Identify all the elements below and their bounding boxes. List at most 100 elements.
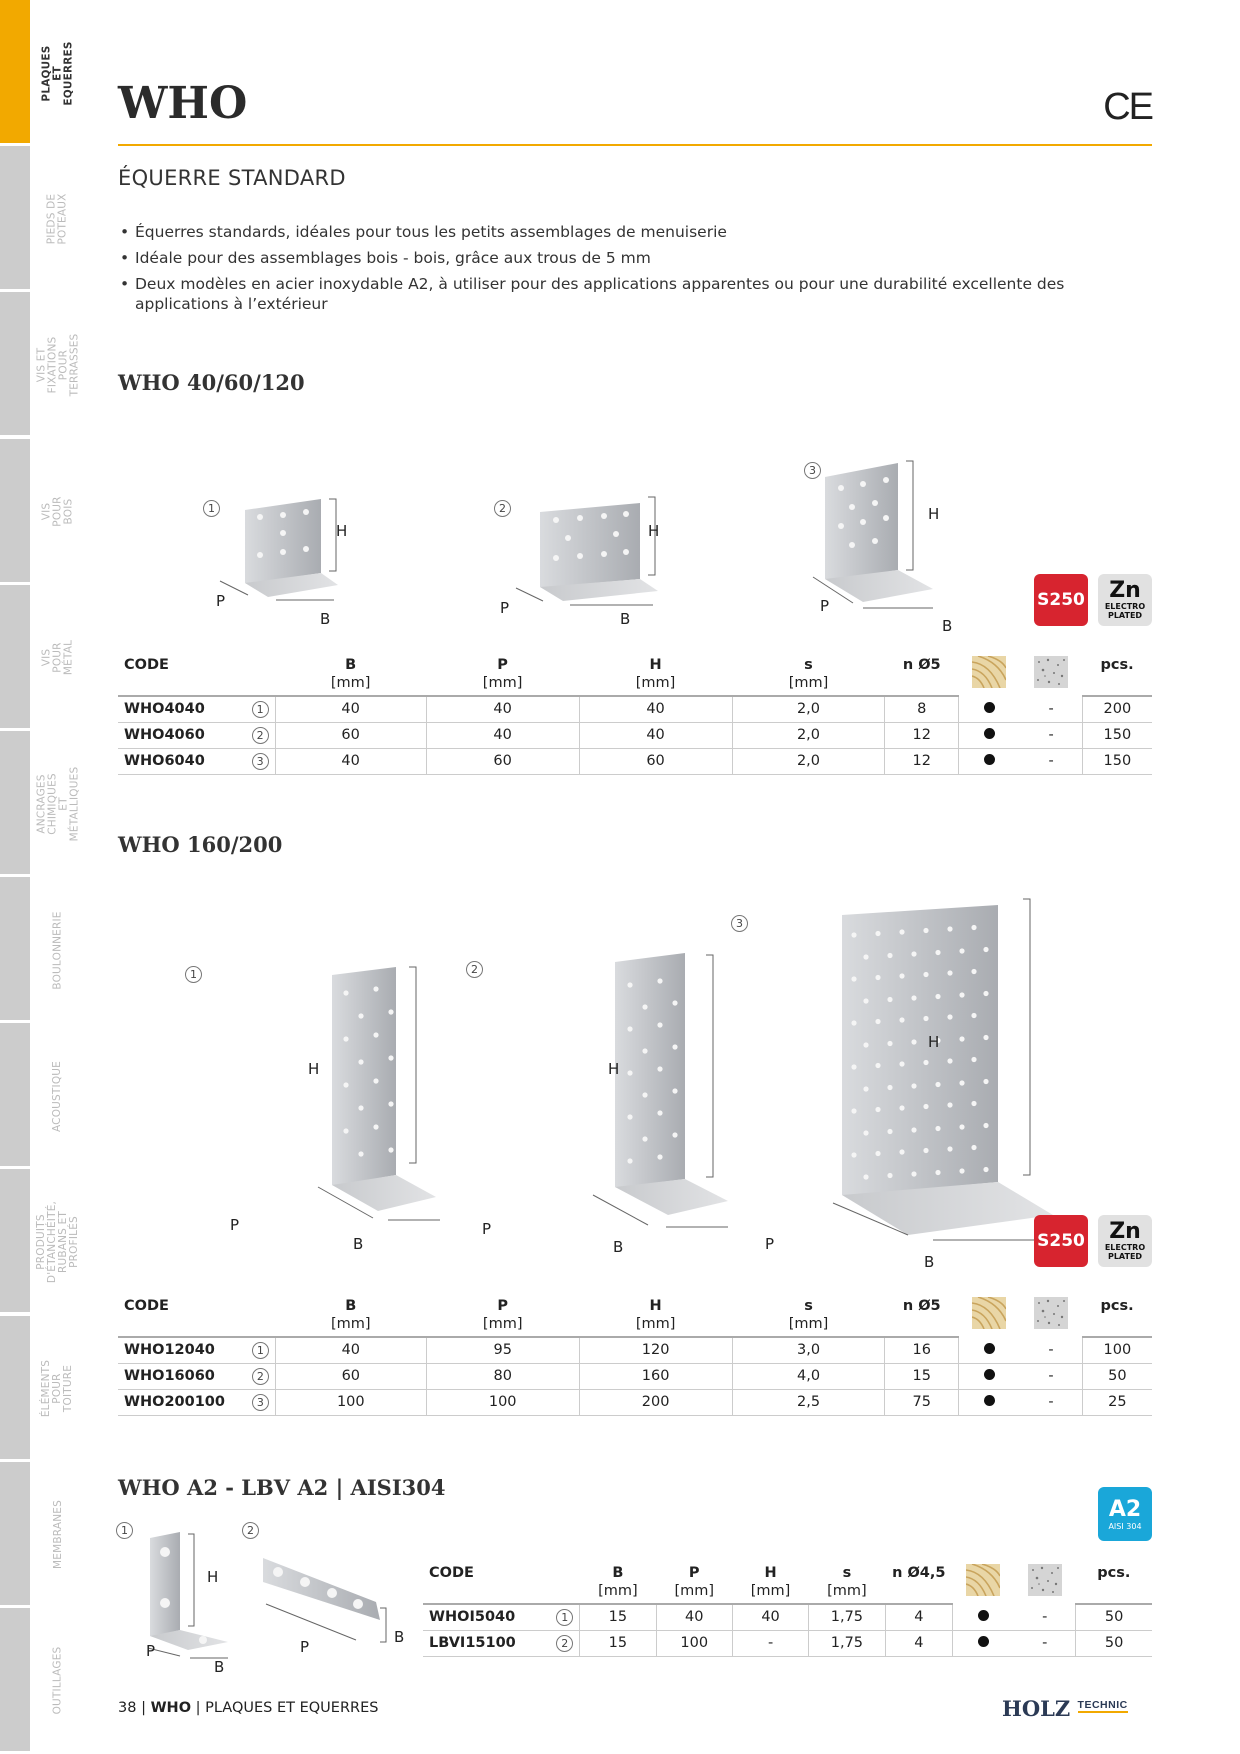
units-cell (245, 1315, 276, 1338)
col-header: B (345, 1298, 357, 1314)
wood-compatible-dot (978, 1636, 990, 1647)
sidebar-label: ANCRAGES CHIMIQUES ET MÉTALLIQUES (35, 731, 80, 877)
units-cell: [mm] (732, 1582, 809, 1605)
dim-h-label: H (308, 1060, 320, 1078)
dim-b: 100 (274, 1389, 427, 1416)
sidebar-tab (0, 877, 30, 1024)
dim-b-label: B (620, 610, 631, 628)
dim-h-label: H (648, 522, 660, 540)
sidebar-label-text: ÉLÉMENTS POUR TOITURE (40, 1359, 75, 1418)
sidebar-tab (0, 1023, 30, 1170)
col-header: n Ø5 (902, 1298, 941, 1314)
sidebar-label: PLAQUES ET EQUERRES (38, 0, 78, 146)
units-cell: [mm] (426, 674, 580, 697)
concrete-compat: - (1020, 1337, 1083, 1364)
col-header-spacer (246, 1293, 276, 1315)
wood-compat (952, 1630, 1015, 1657)
dim-h: 40 (731, 1604, 809, 1631)
feature-item: Deux modèles en acier inoxydable A2, à u… (118, 274, 1152, 314)
section-title-who-40-60-120: WHO 40/60/120 (118, 370, 305, 395)
col-header: s (842, 1565, 852, 1581)
wood-compatible-dot (978, 1609, 990, 1621)
brand-name: HOLZ (1002, 1696, 1071, 1721)
dim-p: 100 (655, 1630, 733, 1657)
dim-p: 40 (425, 722, 580, 749)
dim-b-label: B (214, 1658, 225, 1676)
thickness: 1,75 (808, 1604, 886, 1631)
thickness: 2,0 (731, 696, 885, 723)
sidebar-label-text: PLAQUES ET EQUERRES (40, 40, 75, 106)
dim-h: 120 (578, 1337, 733, 1364)
pieces: 25 (1081, 1389, 1152, 1416)
pieces: 200 (1081, 696, 1152, 723)
fig-number-1: 1 (185, 966, 202, 983)
sidebar-label: MEMBRANES (38, 1462, 78, 1608)
sidebar-label-text: MEMBRANES (51, 1500, 64, 1570)
col-header-pcs: pcs. (1100, 657, 1134, 673)
dim-h-label: H (928, 505, 940, 523)
fig-number-1: 1 (203, 500, 220, 517)
col-header-spacer (550, 1560, 580, 1582)
col-header-code: CODE (124, 1298, 169, 1314)
footer-separator: | (195, 1700, 201, 1716)
feature-item: Idéale pour des assemblages bois - bois,… (118, 248, 1152, 268)
fig-number-3: 3 (804, 462, 821, 479)
fig-number-3: 3 (731, 915, 748, 932)
col-header: P (688, 1565, 700, 1581)
wood-compatible-dot (984, 701, 996, 713)
col-header-pcs: pcs. (1097, 1565, 1131, 1581)
s250-label: S250 (1037, 590, 1085, 610)
sidebar-label: OUTILLAGES (38, 1608, 78, 1754)
sidebar-label-text: ANCRAGES CHIMIQUES ET MÉTALLIQUES (35, 766, 80, 842)
sidebar-label-text: ACOUSTIQUE (51, 1060, 64, 1132)
hole-count: 16 (884, 1337, 959, 1364)
wood-compat (958, 748, 1021, 775)
bracket-figures-small (219, 460, 933, 609)
brand-sub: TECHNIC (1077, 1699, 1128, 1713)
fig-number-2: 2 (242, 1522, 259, 1539)
concrete-compat: - (1020, 722, 1083, 749)
dim-p: 40 (655, 1604, 733, 1631)
units-cell (884, 674, 959, 697)
wood-compat (958, 1337, 1021, 1364)
thickness: 2,0 (731, 722, 885, 749)
units-cell: [mm] (808, 1582, 886, 1605)
hole-count: 4 (884, 1604, 953, 1631)
col-header: P (497, 1298, 509, 1314)
pieces: 150 (1081, 722, 1152, 749)
bracket-2-image (263, 1558, 387, 1643)
sidebar-label-text: PIEDS DE POTEAUX (46, 193, 70, 245)
col-header: B (612, 1565, 624, 1581)
wood-compat (952, 1604, 1015, 1631)
dim-p: 80 (425, 1363, 580, 1390)
units-cell (118, 674, 246, 697)
units-cell (550, 1582, 580, 1605)
units-cell: [mm] (579, 674, 733, 697)
wood-compatible-dot (984, 1342, 996, 1354)
thickness: 4,0 (731, 1363, 885, 1390)
chapter-sidebar (0, 0, 30, 1754)
bracket-2-image (515, 496, 658, 606)
dim-h: 160 (578, 1363, 733, 1390)
dim-h-label: H (608, 1060, 620, 1078)
table-units-row: [mm][mm][mm][mm] (118, 1315, 1152, 1338)
dim-h: 40 (578, 696, 733, 723)
sidebar-label-text: OUTILLAGES (51, 1646, 64, 1715)
pieces: 50 (1081, 1363, 1152, 1390)
concrete-compat: - (1020, 1363, 1083, 1390)
dim-b-label: B (924, 1253, 935, 1271)
footer-section: WHO (150, 1700, 192, 1716)
page-footer: 38 | WHO | PLAQUES ET EQUERRES (118, 1700, 378, 1716)
sidebar-tab (0, 438, 30, 585)
thickness: 3,0 (731, 1337, 885, 1364)
wood-compatible-dot (984, 1369, 996, 1380)
fig-ref: 1 (245, 1337, 276, 1364)
sidebar-label: BOULONNERIE (38, 877, 78, 1023)
product-code: WHO4060 (118, 722, 246, 749)
units-cell (245, 674, 276, 697)
units-cell: [mm] (579, 1582, 657, 1605)
